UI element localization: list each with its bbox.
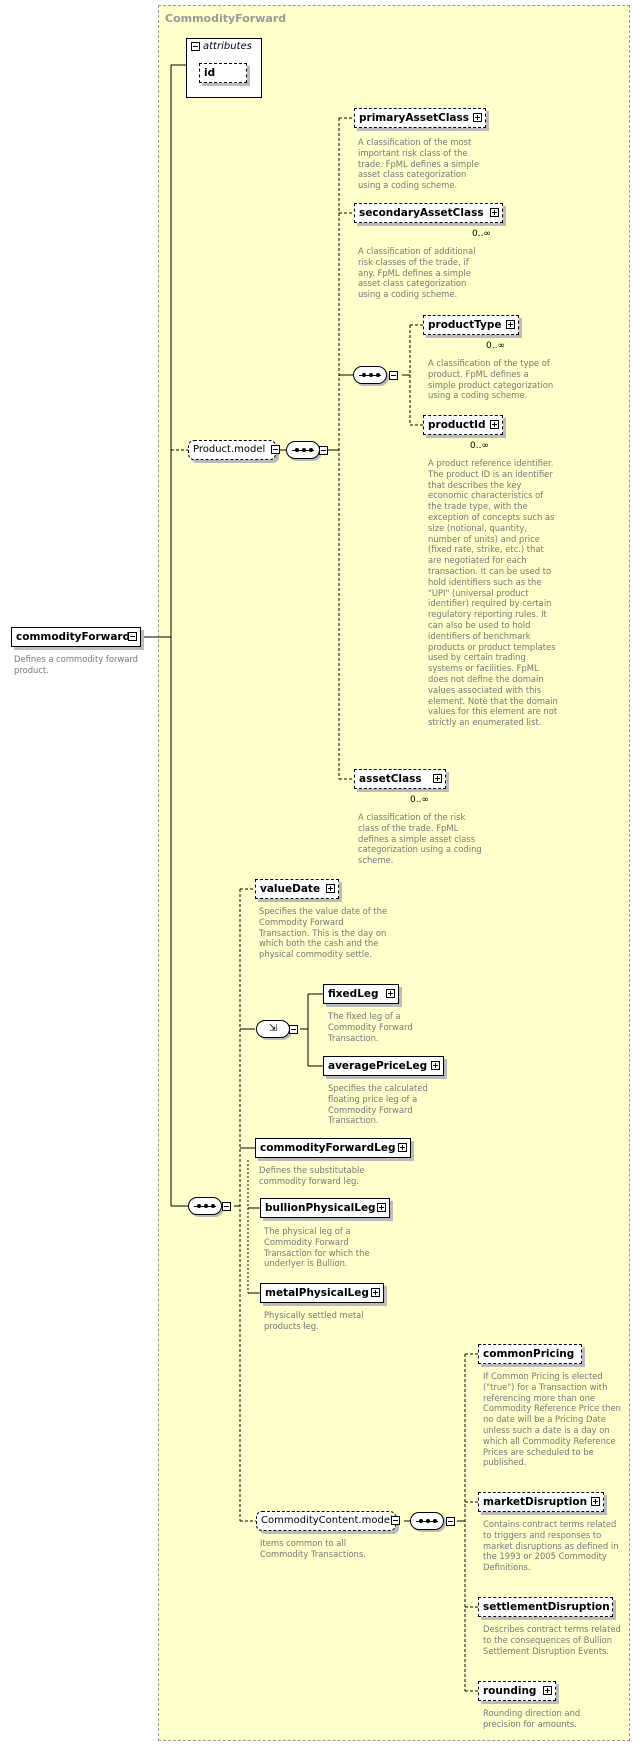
expand-icon[interactable] [377,1203,386,1212]
group-product-model[interactable]: Product.model [188,440,280,460]
element-description: A classification of additional risk clas… [358,246,476,300]
collapse-icon[interactable] [446,1517,455,1526]
expand-icon[interactable] [431,1061,440,1070]
element-assetClass[interactable]: assetClass [354,769,446,789]
element-commonPricing[interactable]: commonPricing [478,1344,582,1364]
expand-icon[interactable] [490,208,499,217]
element-metalPhysicalLeg[interactable]: metalPhysicalLeg [260,1283,384,1303]
complex-type-group [158,5,630,1741]
element-bullionPhysicalLeg[interactable]: bullionPhysicalLeg [260,1198,390,1218]
element-description: Defines the substitutable commodity forw… [259,1165,365,1186]
group-title: CommodityForward [165,12,287,25]
expand-icon[interactable] [506,320,515,329]
cardinality: 0..∞ [410,795,429,805]
element-productId[interactable]: productId [423,415,503,435]
element-label: primaryAssetClass [359,112,469,124]
sequence-compositor [410,1512,444,1530]
element-description: A classification of the most important r… [358,137,480,191]
element-primaryAssetClass[interactable]: primaryAssetClass [354,108,486,128]
element-description: Defines a commodity forward product. [14,654,138,675]
element-description: Specifies the calculated floating price … [328,1083,428,1126]
element-label: assetClass [359,773,422,785]
element-averagePriceLeg[interactable]: averagePriceLeg [323,1056,444,1076]
collapse-icon[interactable] [319,446,328,455]
attributes-box: attributes id [186,38,262,98]
element-label: settlementDisruption [483,1601,610,1613]
element-description: Describes contract terms related to the … [483,1624,621,1656]
collapse-icon[interactable] [271,445,280,454]
element-description: If Common Pricing is elected ("true") fo… [483,1371,621,1468]
element-label: secondaryAssetClass [359,207,484,219]
expand-icon[interactable] [398,1143,407,1152]
collapse-icon[interactable] [389,371,398,380]
element-label: bullionPhysicalLeg [265,1202,376,1214]
element-description: A classification of the type of product.… [428,358,554,401]
expand-icon[interactable] [490,420,499,429]
collapse-icon[interactable] [191,42,200,51]
element-label: productId [428,419,486,431]
sequence-compositor [188,1197,222,1215]
choice-compositor: ⇲ [256,1020,290,1038]
expand-icon[interactable] [326,884,335,893]
element-label: Product.model [193,444,266,455]
element-description: Physically settled metal products leg. [264,1310,364,1331]
collapse-icon[interactable] [128,632,137,641]
element-valueDate[interactable]: valueDate [255,879,339,899]
element-label: commodityForward [16,631,131,643]
element-commodityForwardLeg[interactable]: commodityForwardLeg [255,1138,411,1158]
element-label: metalPhysicalLeg [265,1287,369,1299]
collapse-icon[interactable] [391,1516,400,1525]
element-label: commonPricing [483,1348,575,1360]
element-description: Contains contract terms related to trigg… [483,1519,619,1573]
attribute-id[interactable]: id [199,63,247,83]
expand-icon[interactable] [591,1497,600,1506]
element-label: valueDate [260,883,321,895]
sequence-compositor [286,441,320,459]
cardinality: 0..∞ [470,441,489,451]
expand-icon[interactable] [371,1288,380,1297]
element-secondaryAssetClass[interactable]: secondaryAssetClass [354,203,503,223]
element-label: marketDisruption [483,1496,588,1508]
expand-icon[interactable] [543,1686,552,1695]
element-label: averagePriceLeg [328,1060,428,1072]
element-description: A product reference identifier. The prod… [428,458,558,728]
element-description: Items common to all Commodity Transactio… [260,1538,366,1559]
element-marketDisruption[interactable]: marketDisruption [478,1492,604,1512]
cardinality: 0..∞ [472,229,491,239]
element-productType[interactable]: productType [423,315,519,335]
cardinality: 0..∞ [486,341,505,351]
element-description: A classification of the risk class of th… [358,812,482,866]
attributes-title: attributes [203,41,252,52]
expand-icon[interactable] [433,774,442,783]
expand-icon[interactable] [386,989,395,998]
element-description: Specifies the value date of the Commodit… [259,906,388,960]
group-commodity-content-model[interactable]: CommodityContent.model [256,1511,400,1531]
element-label: commodityForwardLeg [260,1142,396,1154]
collapse-icon[interactable] [222,1202,231,1211]
sequence-compositor [353,366,387,384]
element-description: The physical leg of a Commodity Forward … [264,1226,370,1269]
element-commodityForward[interactable]: commodityForward [11,627,141,647]
element-description: Rounding direction and precision for amo… [483,1708,581,1729]
element-label: CommodityContent.model [261,1515,393,1526]
collapse-icon[interactable] [289,1025,298,1034]
element-rounding[interactable]: rounding [478,1681,556,1701]
element-label: productType [428,319,502,331]
element-label: fixedLeg [328,988,379,1000]
element-description: The fixed leg of a Commodity Forward Tra… [328,1011,413,1043]
attribute-id-label: id [204,67,216,79]
element-settlementDisruption[interactable]: settlementDisruption [478,1597,613,1617]
element-label: rounding [483,1685,537,1697]
expand-icon[interactable] [473,113,482,122]
element-fixedLeg[interactable]: fixedLeg [323,984,399,1004]
